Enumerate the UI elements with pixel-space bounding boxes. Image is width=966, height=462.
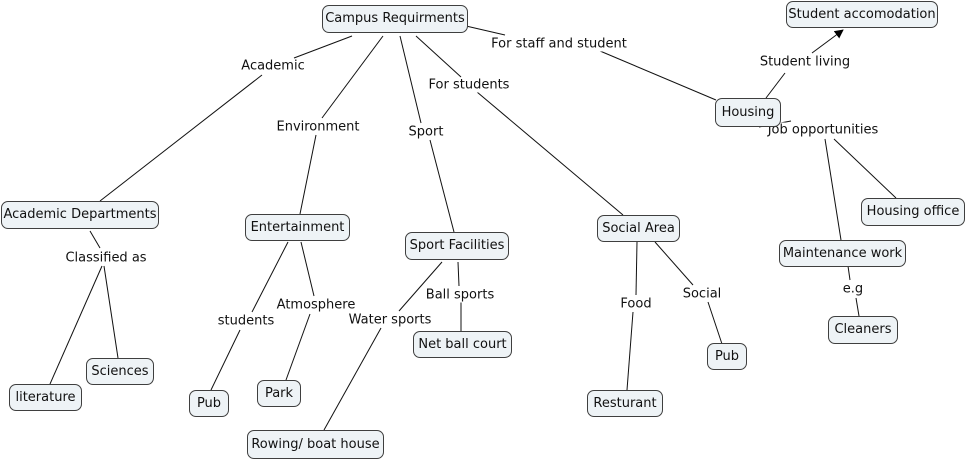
node-maintenance-work[interactable]: Maintenance work xyxy=(779,240,906,267)
link-label-environment: Environment xyxy=(275,119,361,135)
connector-facilities-water xyxy=(398,261,443,312)
node-cleaners[interactable]: Cleaners xyxy=(828,316,898,344)
connector-departments-classified xyxy=(89,230,101,249)
link-label-social: Social xyxy=(681,286,723,302)
node-sport-facilities[interactable]: Sport Facilities xyxy=(405,232,509,260)
connector-sport-facilities xyxy=(429,139,455,233)
link-label-sport: Sport xyxy=(407,124,445,140)
connector-water-rowing xyxy=(323,327,382,431)
connector-academic-departments xyxy=(99,74,263,202)
connector-job-housing-office xyxy=(833,138,897,199)
connector-environment-entertainment xyxy=(299,134,317,215)
link-label-job-opportunities: Job opportunities xyxy=(766,122,880,138)
node-housing[interactable]: Housing xyxy=(715,98,781,127)
node-sciences[interactable]: Sciences xyxy=(86,358,154,385)
connector-entertainment-students xyxy=(251,241,289,313)
link-label-classified-as: Classified as xyxy=(64,250,148,266)
connector-social-social xyxy=(654,241,694,286)
link-label-food: Food xyxy=(619,296,653,312)
connector-staff-housing xyxy=(599,50,717,101)
node-net-ball-court[interactable]: Net ball court xyxy=(413,331,512,358)
connector-housing-student-living xyxy=(765,72,786,99)
link-label-eg: e.g xyxy=(841,281,865,297)
link-label-ball-sports: Ball sports xyxy=(424,287,496,303)
connector-campus-for-students xyxy=(415,35,462,78)
connector-food-resturant xyxy=(626,311,634,391)
link-label-students: students xyxy=(216,313,276,329)
connector-campus-academic xyxy=(293,35,353,59)
connector-job-maintenance xyxy=(824,138,842,241)
link-label-atmosphere: Atmosphere xyxy=(275,297,357,313)
node-literature[interactable]: literature xyxy=(9,384,82,411)
connector-eg-cleaners xyxy=(855,297,860,317)
node-campus-requirements[interactable]: Campus Requirments xyxy=(322,5,468,33)
link-label-student-living: Student living xyxy=(758,54,852,70)
connector-students-pub xyxy=(210,329,241,391)
connector-campus-sport xyxy=(399,35,422,124)
node-pub-social[interactable]: Pub xyxy=(707,343,747,370)
node-pub-entertainment[interactable]: Pub xyxy=(189,390,229,417)
node-park[interactable]: Park xyxy=(257,380,301,407)
connector-entertainment-atmosphere xyxy=(300,241,315,297)
link-label-academic: Academic xyxy=(240,58,306,74)
node-entertainment[interactable]: Entertainment xyxy=(245,214,350,241)
node-social-area[interactable]: Social Area xyxy=(597,215,680,242)
node-housing-office[interactable]: Housing office xyxy=(861,198,965,226)
connector-facilities-ball xyxy=(457,261,460,287)
node-student-accomodation[interactable]: Student accomodation xyxy=(786,1,938,28)
connector-maintenance-eg xyxy=(847,265,851,281)
node-rowing-boat-house[interactable]: Rowing/ boat house xyxy=(247,430,384,459)
connector-student-living-accomodation xyxy=(811,29,844,54)
connector-atmosphere-park xyxy=(285,313,311,381)
connector-classified-sciences xyxy=(103,265,119,359)
connector-campus-environment xyxy=(321,35,384,119)
node-academic-departments[interactable]: Academic Departments xyxy=(1,201,159,229)
link-label-for-students: For students xyxy=(427,77,511,93)
connector-classified-literature xyxy=(49,265,103,385)
connector-social-food xyxy=(635,241,638,296)
connector-campus-staff xyxy=(465,25,506,36)
connector-social-pub xyxy=(707,301,723,345)
link-label-for-staff-and-student: For staff and student xyxy=(490,36,628,52)
connector-for-students-social xyxy=(476,91,624,216)
node-resturant[interactable]: Resturant xyxy=(587,390,663,417)
link-label-water-sports: Water sports xyxy=(347,312,433,328)
